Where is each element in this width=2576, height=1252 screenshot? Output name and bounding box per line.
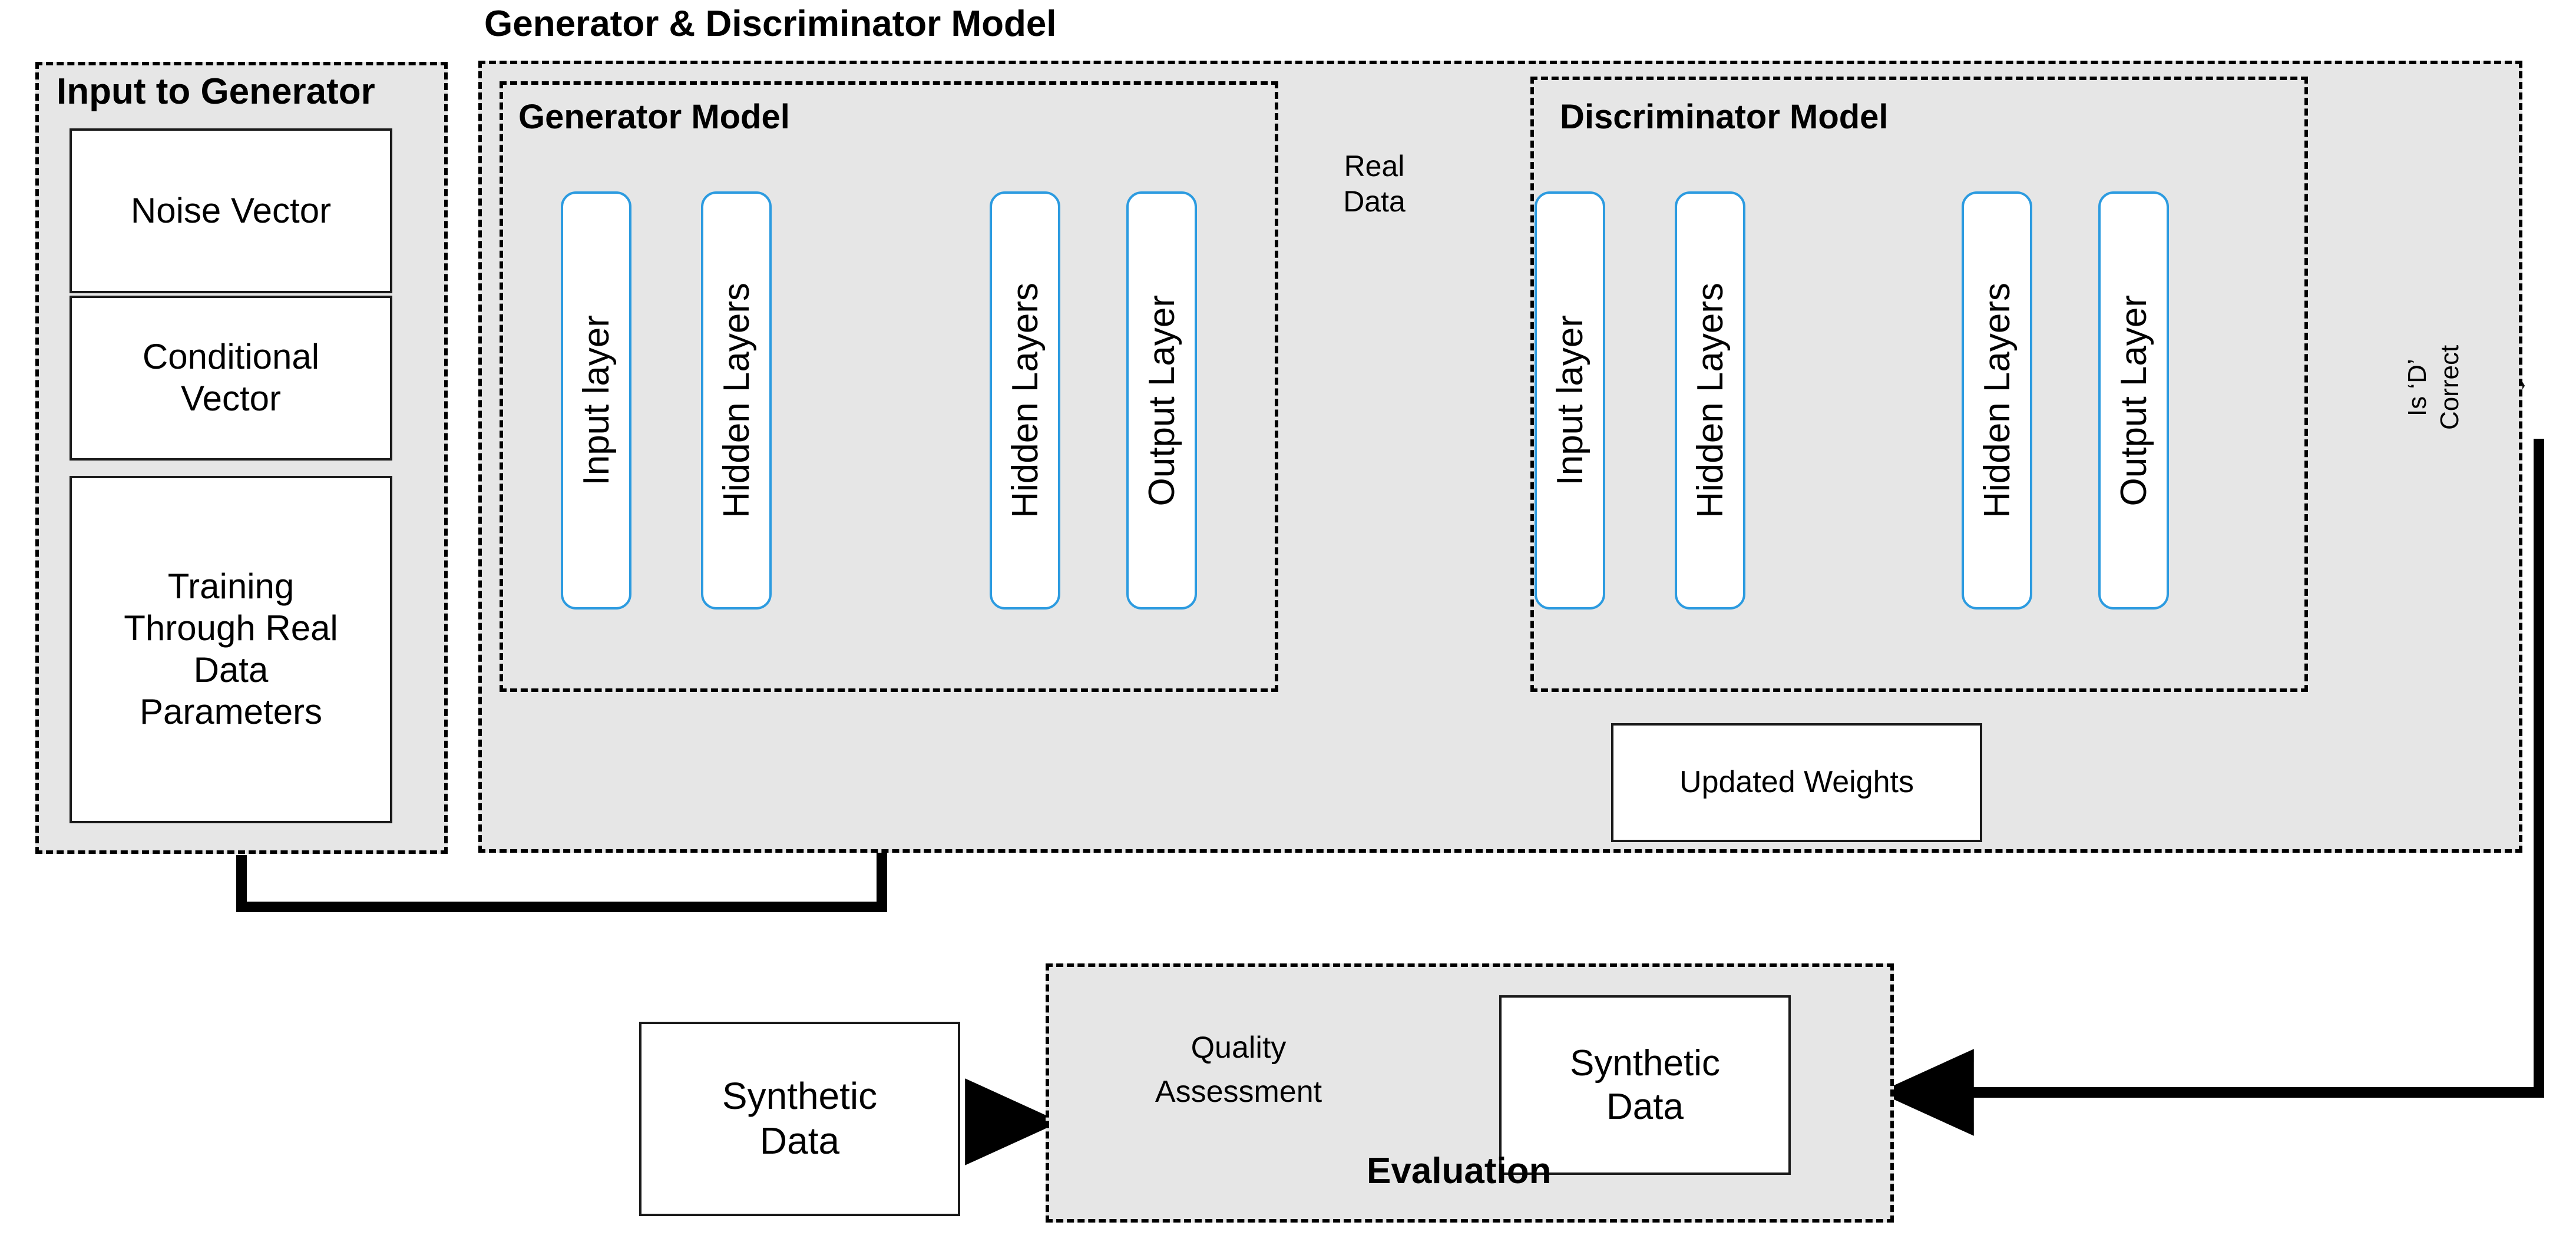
discriminator-layer-hidden-1[interactable]: Hidden Layers — [1675, 191, 1745, 610]
evaluation-title: Evaluation — [1367, 1151, 1552, 1191]
decision-to-evaluation — [1878, 439, 2544, 1136]
generator-layer-hidden-1-label: Hidden Layers — [716, 283, 757, 518]
noise-vector-label: Noise Vector — [130, 190, 332, 230]
discriminator-model-title: Discriminator Model — [1560, 98, 1889, 136]
generator-layer-hidden-2-label: Hidden Layers — [1004, 283, 1046, 518]
discriminator-layer-hidden-2-label: Hidden Layers — [1976, 283, 2018, 518]
noise-vector-box[interactable]: Noise Vector — [70, 128, 392, 293]
quality-assessment-label: Quality Assessment — [1155, 1031, 1322, 1109]
synthetic-data-inner-box[interactable]: Synthetic Data — [1499, 995, 1791, 1175]
discriminator-layer-hidden-1-label: Hidden Layers — [1689, 283, 1731, 518]
real-data-label: Real Data — [1343, 150, 1406, 218]
updated-weights-box[interactable]: Updated Weights — [1611, 723, 1982, 842]
discriminator-model-group — [1530, 77, 2308, 692]
generator-layer-hidden-1[interactable]: Hidden Layers — [701, 191, 772, 610]
synthetic-data-inner-label: Synthetic Data — [1569, 1043, 1721, 1127]
training-params-box[interactable]: Training Through Real Data Parameters — [70, 476, 392, 823]
synthetic-data-outer-box[interactable]: Synthetic Data — [639, 1022, 960, 1216]
generator-layer-output-label: Output Layer — [1141, 294, 1182, 506]
main-title: Generator & Discriminator Model — [484, 4, 1057, 44]
generator-layer-output[interactable]: Output Layer — [1126, 191, 1197, 610]
conditional-vector-label: Conditional Vector — [142, 337, 320, 418]
generator-layer-input[interactable]: Input layer — [561, 191, 631, 610]
input-to-generator-title: Input to Generator — [57, 71, 375, 112]
synthetic-data-outer-label: Synthetic Data — [722, 1075, 878, 1162]
updated-weights-label: Updated Weights — [1679, 765, 1914, 800]
training-params-label: Training Through Real Data Parameters — [124, 567, 338, 731]
conditional-vector-box[interactable]: Conditional Vector — [70, 296, 392, 461]
discriminator-layer-output-label: Output Layer — [2113, 294, 2154, 506]
discriminator-layer-input[interactable]: Input layer — [1535, 191, 1605, 610]
discriminator-layer-output[interactable]: Output Layer — [2098, 191, 2169, 610]
generator-layer-input-label: Input layer — [576, 315, 617, 486]
decision-label: Is ‘D’ Correct — [2403, 345, 2464, 430]
discriminator-layer-hidden-2[interactable]: Hidden Layers — [1962, 191, 2032, 610]
generator-layer-hidden-2[interactable]: Hidden Layers — [990, 191, 1060, 610]
generator-model-title: Generator Model — [518, 98, 790, 136]
discriminator-layer-input-label: Input layer — [1549, 315, 1590, 486]
